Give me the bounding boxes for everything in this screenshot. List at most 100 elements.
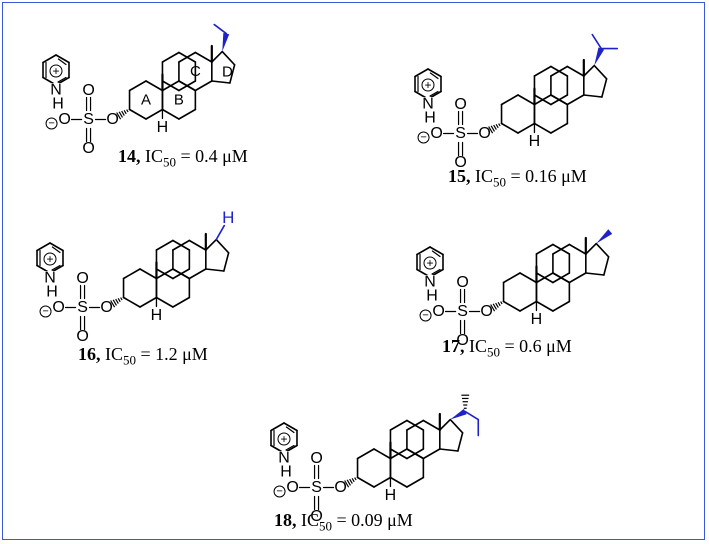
negative-charge-sign: −	[276, 486, 282, 498]
ring-c-bond	[172, 239, 191, 251]
sulfonyl-oxygen-bottom: O	[76, 328, 88, 345]
ring-d-bond	[457, 432, 464, 452]
negative-charge-sign: −	[42, 306, 48, 318]
h5-hydrogen: H	[531, 311, 543, 328]
pyridinium-nitrogen: N	[424, 274, 436, 291]
caption-14: 14, IC50 = 0.4 μM	[118, 146, 248, 170]
ring-c-bond	[568, 272, 587, 284]
ring-c-bond	[178, 80, 197, 92]
pyridinium-ring-bond	[270, 422, 285, 432]
positive-charge-sign: +	[46, 252, 53, 266]
ring-c-bond	[389, 419, 408, 431]
ring-c-bond	[535, 243, 554, 255]
hashed-bond-c3-o	[488, 123, 501, 134]
negative-charge-circle	[417, 131, 430, 144]
ring-d-bond	[211, 80, 231, 84]
sulfonyl-oxygen-bottom: O	[82, 140, 94, 157]
sulfonyl-oxygen-top: O	[310, 450, 322, 467]
ring-c-bond	[566, 65, 585, 77]
ring-d-bond	[583, 64, 596, 77]
ring-b-bond	[178, 108, 197, 120]
side-chain-wedge	[594, 47, 605, 66]
sulfur-atom: S	[457, 303, 468, 320]
pyridinium-nh-hydrogen: H	[280, 464, 292, 481]
hashed-bond-c3-o	[116, 109, 129, 120]
ring-a-bond	[502, 272, 521, 284]
ring-a-bond	[517, 122, 536, 134]
ring-c-bond	[550, 65, 569, 77]
ring-c-bond	[406, 419, 425, 431]
ring-c-bond	[188, 239, 207, 251]
side-chain-sec-butyl-bond	[464, 410, 480, 421]
label-mask	[421, 97, 435, 109]
ring-d-bond	[595, 242, 610, 258]
pyridinium-double-bond	[429, 90, 439, 97]
ester-oxygen: O	[334, 479, 346, 496]
label-mask	[43, 271, 57, 283]
ring-d-bond	[229, 64, 236, 84]
ring-c-bond	[422, 448, 441, 460]
sulfonyl-oxygen-bottom: O	[310, 508, 322, 525]
ring-b-bond	[389, 476, 408, 488]
caption-16: 16, IC50 = 1.2 μM	[78, 344, 208, 368]
sulfur-atom: S	[77, 299, 88, 316]
anionic-oxygen: O	[432, 303, 444, 320]
ring-a-bond	[139, 296, 158, 308]
sulfonyl-oxygen-top: O	[82, 82, 94, 99]
side-chain-wedge	[222, 32, 230, 52]
negative-charge-sign: −	[422, 310, 428, 322]
pyridinium-double-bond	[57, 58, 67, 66]
ring-d-bond	[215, 238, 230, 254]
caption-18: 18, IC50 = 0.09 μM	[274, 510, 413, 534]
pyridinium-nitrogen: N	[278, 450, 290, 467]
negative-charge-circle	[45, 117, 58, 130]
pyridinium-double-bond	[431, 250, 441, 258]
negative-charge-circle	[273, 485, 286, 498]
ring-a-bond	[517, 94, 536, 106]
ring-c-bond	[178, 51, 197, 63]
positive-charge-circle	[49, 64, 63, 78]
ring-label-a: A	[141, 92, 151, 109]
sulfonyl-oxygen-top: O	[76, 270, 88, 287]
sulfur-atom: S	[455, 125, 466, 142]
positive-charge-circle	[423, 256, 437, 270]
positive-charge-circle	[43, 252, 57, 266]
pyridinium-double-bond	[57, 76, 67, 83]
pyridinium-ring-bond	[283, 422, 298, 432]
ring-c-bond	[389, 448, 408, 460]
ring-d-bond	[601, 78, 608, 98]
ring-c-bond	[194, 80, 213, 92]
ring-d-bond	[593, 64, 608, 80]
side-chain-ethyl-bond	[213, 23, 228, 35]
label-mask	[277, 451, 291, 463]
ring-label-b: B	[174, 92, 184, 109]
ring-a-bond	[122, 268, 141, 280]
ring-c-bond	[194, 51, 213, 63]
positive-charge-sign: +	[280, 432, 287, 446]
ring-b-bond	[155, 296, 174, 308]
ring-a-bond	[356, 448, 375, 460]
anionic-oxygen: O	[430, 125, 442, 142]
ester-oxygen: O	[478, 125, 490, 142]
anionic-oxygen: O	[52, 299, 64, 316]
label-mask	[49, 83, 63, 95]
ring-c-bond	[533, 65, 552, 77]
pyridinium-nitrogen: N	[50, 82, 62, 99]
positive-charge-sign: +	[52, 64, 59, 78]
ring-a-bond	[373, 448, 392, 460]
side-chain-isopropyl-bond	[591, 33, 603, 50]
negative-charge-circle	[39, 305, 52, 318]
anionic-oxygen: O	[286, 479, 298, 496]
pyridinium-ring-bond	[49, 242, 64, 252]
ring-c-bond	[550, 94, 569, 106]
pyridinium-double-bond	[285, 426, 295, 434]
ring-d-bond	[449, 418, 464, 434]
h5-hydrogen: H	[529, 133, 541, 150]
ring-d-bond	[439, 448, 459, 452]
ring-a-bond	[145, 80, 164, 92]
ring-b-bond	[406, 476, 425, 488]
